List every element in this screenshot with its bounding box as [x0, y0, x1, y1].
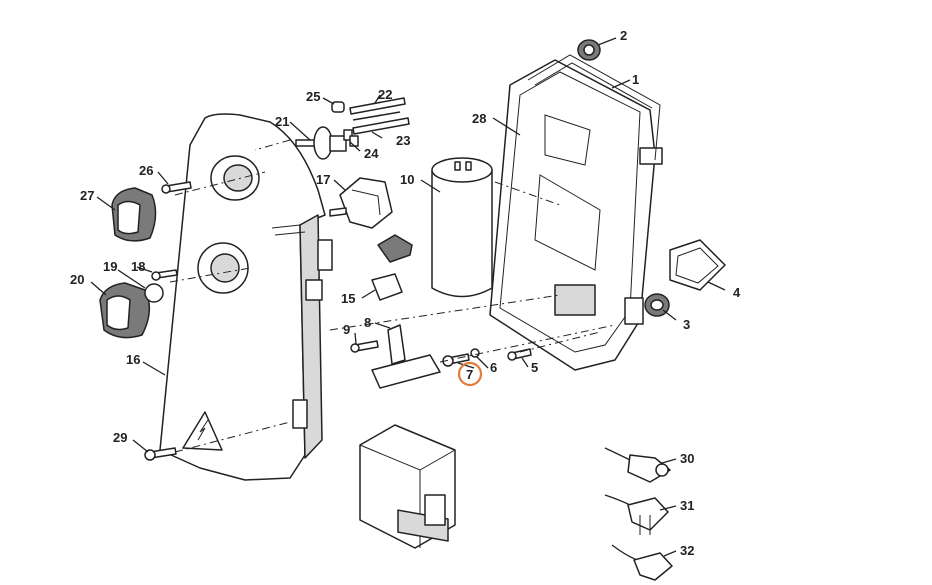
callout-32[interactable]: 32	[680, 543, 694, 558]
callout-30[interactable]: 30	[680, 451, 694, 466]
callout-16[interactable]: 16	[126, 352, 140, 367]
screw-5	[507, 348, 532, 361]
callout-19[interactable]: 19	[103, 259, 117, 274]
rods-22-23	[349, 97, 410, 135]
bracket-8	[371, 324, 441, 389]
callout-labels: 2 1 4 3 5 6 7 8 9 10 15 16 17 18 19 20 2…	[70, 28, 741, 558]
callout-28[interactable]: 28	[472, 111, 486, 126]
grommet-2	[577, 39, 601, 61]
callout-3[interactable]: 3	[683, 317, 690, 332]
callout-25[interactable]: 25	[306, 89, 320, 104]
grommet-3	[644, 293, 670, 317]
plug-30	[604, 447, 671, 483]
knob-upper	[111, 187, 157, 242]
callout-5[interactable]: 5	[531, 360, 538, 375]
callout-10[interactable]: 10	[400, 172, 414, 187]
seal-4	[669, 239, 726, 291]
callout-21[interactable]: 21	[275, 114, 289, 129]
callout-6[interactable]: 6	[490, 360, 497, 375]
contactor-relay	[359, 424, 456, 549]
callout-1[interactable]: 1	[632, 72, 639, 87]
switch-block	[329, 177, 393, 229]
screw-9	[350, 340, 379, 353]
screw-26	[161, 181, 192, 194]
connector-15	[371, 273, 403, 301]
gasket-1	[527, 54, 661, 161]
plug-32	[611, 544, 673, 581]
plug-31	[604, 494, 669, 535]
highlight-circle-part-7	[457, 361, 483, 387]
callout-17[interactable]: 17	[316, 172, 330, 187]
callout-26[interactable]: 26	[139, 163, 153, 178]
spacer-24	[343, 129, 359, 147]
leader-lines	[90, 37, 726, 557]
callout-22[interactable]: 22	[378, 87, 392, 102]
screw-18	[151, 269, 178, 281]
callout-8[interactable]: 8	[364, 315, 371, 330]
base-plate	[489, 59, 663, 371]
o-ring	[144, 283, 164, 303]
callout-9[interactable]: 9	[343, 322, 350, 337]
callout-7[interactable]: 7	[466, 367, 473, 382]
washer-6	[470, 348, 480, 358]
screw-29	[144, 447, 177, 461]
spacer-25	[331, 101, 345, 113]
capacitor	[431, 157, 493, 298]
callout-23[interactable]: 23	[396, 133, 410, 148]
callout-27[interactable]: 27	[80, 188, 94, 203]
callout-18[interactable]: 18	[131, 259, 145, 274]
callout-2[interactable]: 2	[620, 28, 627, 43]
callout-20[interactable]: 20	[70, 272, 84, 287]
callout-29[interactable]: 29	[113, 430, 127, 445]
housing-cover	[159, 113, 333, 481]
knob-lower	[99, 282, 151, 339]
switch-21	[295, 126, 347, 160]
callout-24[interactable]: 24	[364, 146, 379, 161]
callout-4[interactable]: 4	[733, 285, 741, 300]
callout-15[interactable]: 15	[341, 291, 355, 306]
terminal-block	[377, 234, 413, 263]
callout-31[interactable]: 31	[680, 498, 694, 513]
